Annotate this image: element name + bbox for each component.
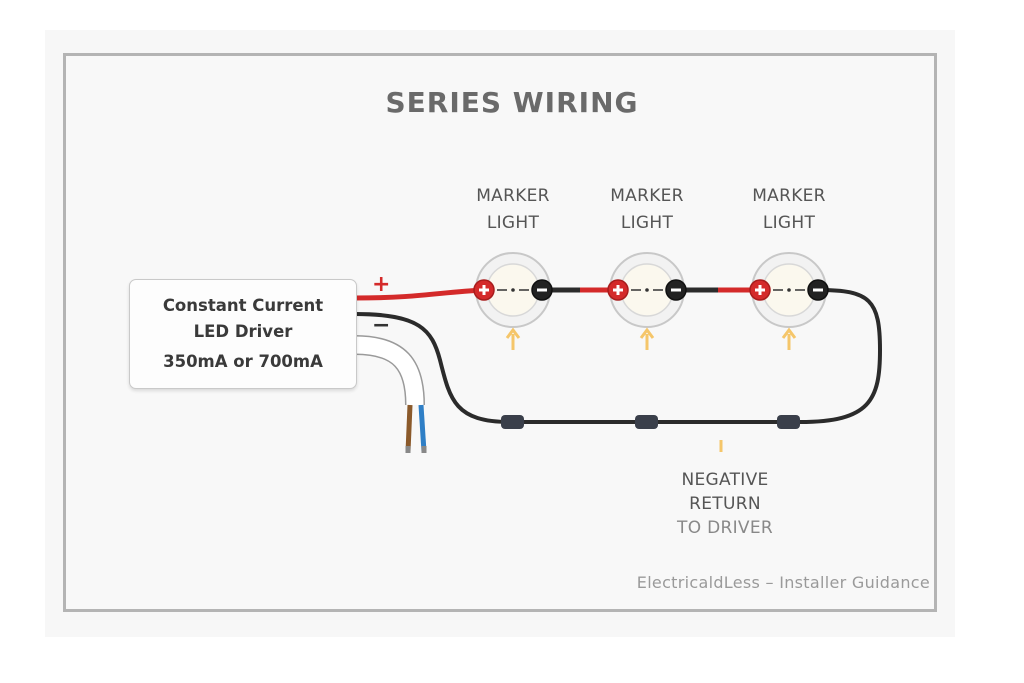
mains-cable — [354, 335, 427, 453]
connector-1 — [501, 415, 524, 429]
positive-sign: + — [372, 272, 390, 297]
marker-light-2 — [607, 252, 687, 350]
marker-light-3 — [749, 252, 829, 350]
light-arrow-icon — [505, 327, 521, 350]
diagram-title: SERIES WIRING — [385, 86, 639, 119]
negative-return-label: NEGATIVE RETURN TO DRIVER — [677, 470, 773, 538]
live-core — [405, 404, 413, 453]
footer-credit: ElectricaldLess – Installer Guidance — [636, 573, 930, 592]
marker-light-label-1: MARKER LIGHT — [476, 186, 550, 233]
light-arrow-icon — [639, 327, 655, 350]
negative-return-wire — [354, 288, 883, 424]
connector-3 — [777, 415, 800, 429]
negative-sign: − — [372, 313, 390, 338]
driver-line-2: LED Driver — [193, 322, 293, 341]
neutral-core — [418, 404, 427, 453]
marker-light-label-3: MARKER LIGHT — [752, 186, 826, 233]
marker-light-label-2: MARKER LIGHT — [610, 186, 684, 233]
marker-light-1 — [473, 252, 553, 350]
connector-2 — [635, 415, 658, 429]
light-arrow-icon — [781, 327, 797, 350]
led-driver-box: Constant Current LED Driver 350mA or 700… — [129, 279, 357, 389]
positive-wire — [354, 287, 485, 301]
driver-line-1: Constant Current — [162, 296, 324, 315]
driver-rating: 350mA or 700mA — [163, 352, 323, 371]
